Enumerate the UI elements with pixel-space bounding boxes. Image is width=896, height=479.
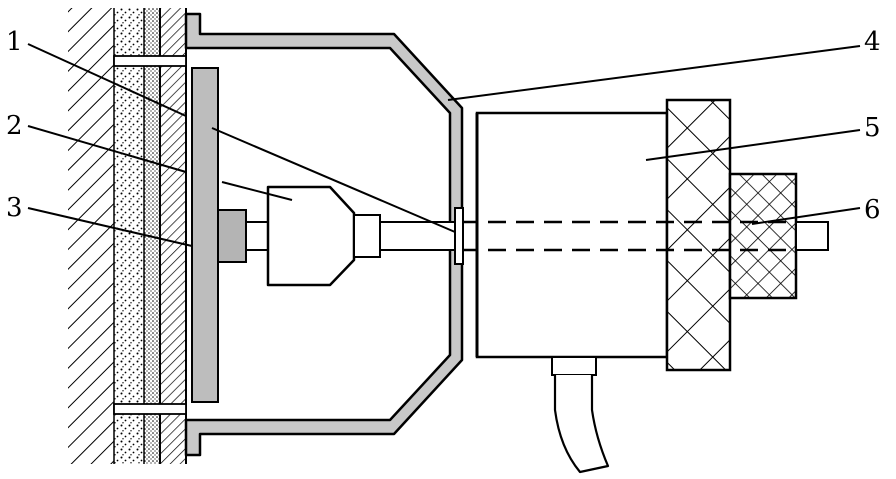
callout-2: 2 [6,111,23,141]
callout-4: 4 [864,27,881,57]
sand-layer-dots [114,8,144,464]
leader-1 [27,43,187,117]
callout-3: 3 [6,193,23,223]
leader-lines [27,43,861,247]
leader-5 [645,129,861,161]
leader-2 [27,125,187,173]
shaft-tip [795,221,829,251]
leader-3 [27,207,193,247]
callout-6: 6 [864,195,881,225]
mounting-plate [191,67,219,403]
leader-1b [211,127,456,233]
leader-6 [751,207,861,225]
leader-4 [447,45,861,101]
masonry-layer [68,8,114,464]
bottom-anchor-slot [113,403,187,415]
sensor-mount [217,209,247,263]
callout-5: 5 [864,113,881,143]
shell-bearing [454,207,464,265]
housing-shell-outline [184,12,464,457]
callout-1: 1 [6,27,23,57]
callouts: 1 2 3 4 5 6 [6,27,881,225]
hatched-face-layer [160,8,186,464]
top-anchor-slot [113,55,187,67]
motor-body [475,111,669,359]
coupling-collar [353,214,381,258]
leader-2b [221,181,293,201]
coupling-body [266,185,356,287]
wall-layers [68,8,187,464]
cable-gland [551,356,597,376]
cable [551,356,610,474]
housing-shell [184,12,464,457]
cable-sheath [553,375,610,474]
